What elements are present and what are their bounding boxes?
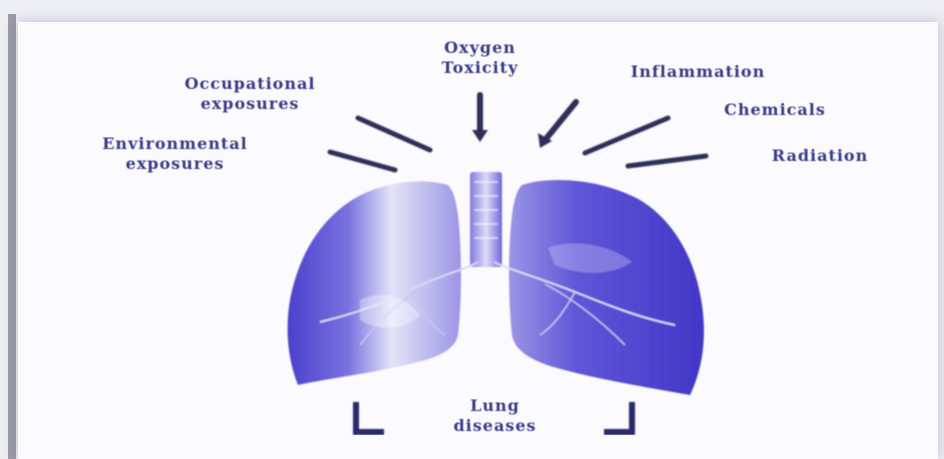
label-environmental-exposures: Environmental exposures — [50, 134, 300, 174]
label-occupational-exposures: Occupational exposures — [140, 74, 360, 114]
exposure-arrows — [330, 95, 706, 170]
radiation-arrow — [628, 156, 706, 166]
right-lung — [509, 180, 704, 395]
label-radiation: Radiation — [730, 146, 910, 166]
label-oxygen-toxicity: Oxygen Toxicity — [400, 38, 560, 78]
inflammation-arrow — [545, 102, 576, 140]
left-lung — [288, 181, 461, 385]
lungs-illustration — [288, 172, 704, 395]
label-lung-diseases: Lung diseases — [415, 396, 575, 436]
occupational-arrow — [358, 118, 430, 150]
environmental-arrow — [330, 152, 395, 170]
chemicals-arrow — [585, 118, 668, 153]
label-chemicals: Chemicals — [680, 100, 870, 120]
right-bracket — [604, 402, 632, 432]
left-bracket — [356, 402, 384, 432]
label-inflammation: Inflammation — [588, 62, 808, 82]
oxygen-arrow-head — [472, 130, 488, 142]
trachea — [470, 172, 502, 267]
